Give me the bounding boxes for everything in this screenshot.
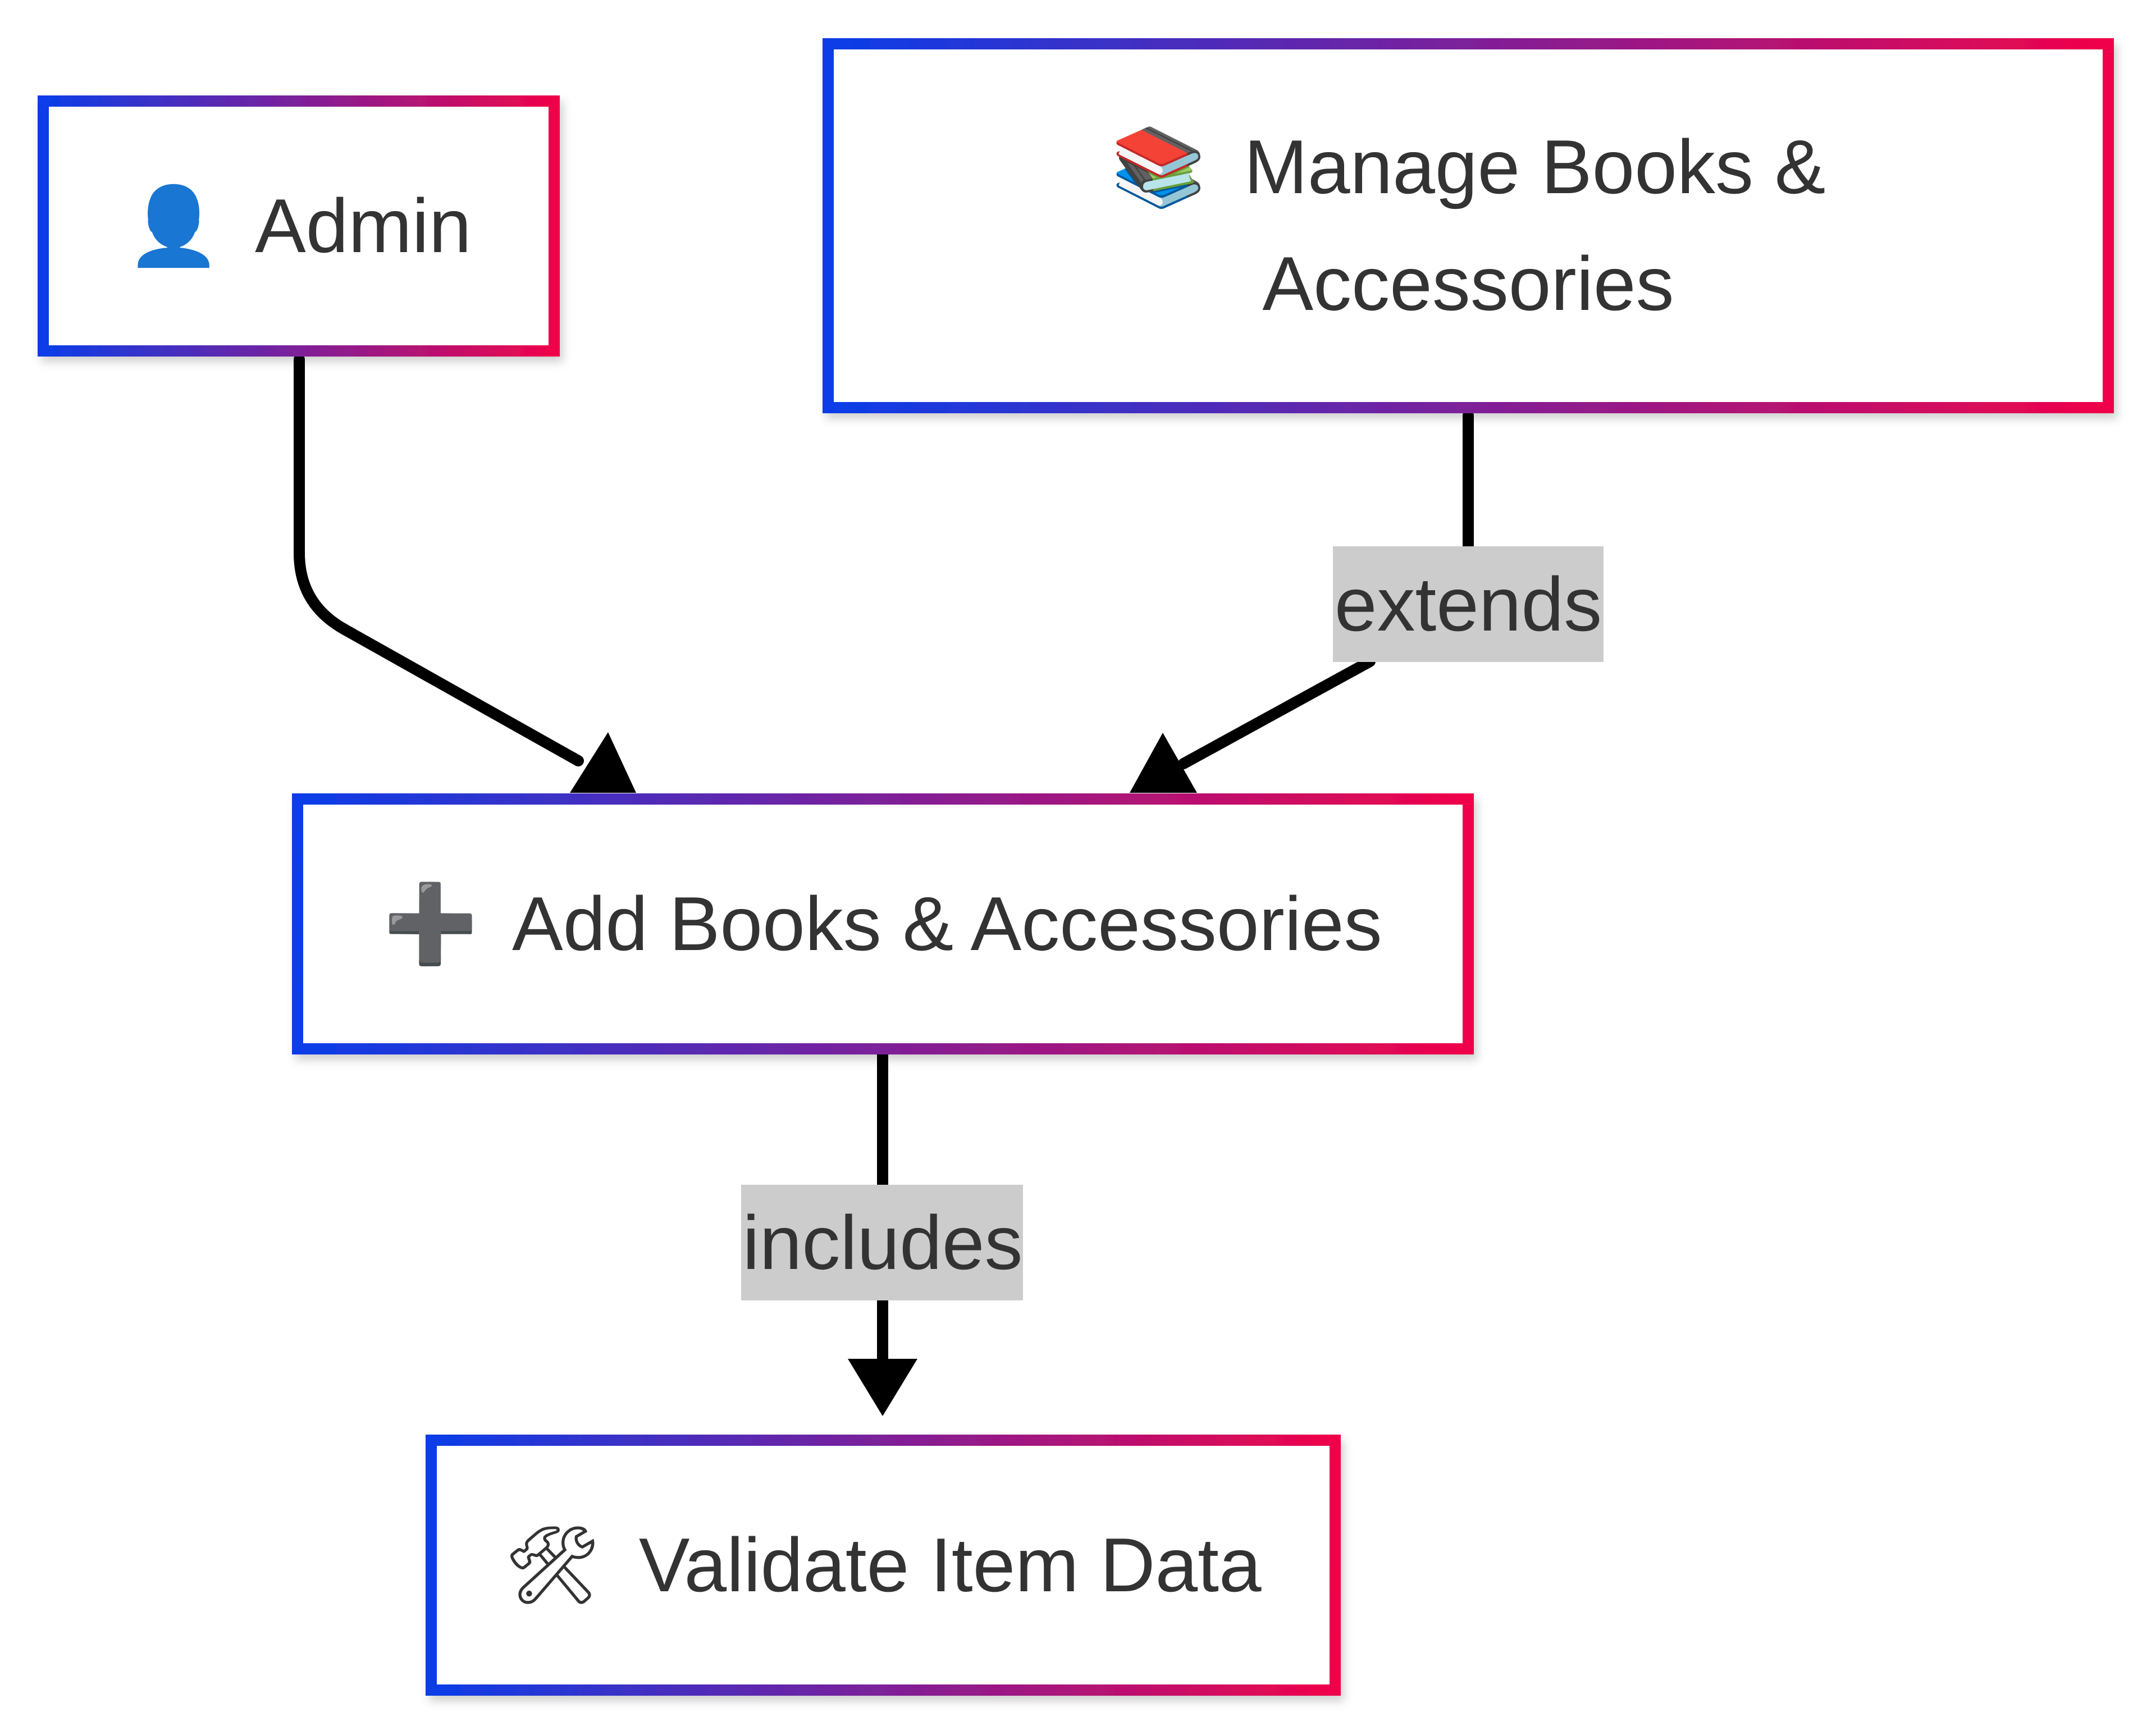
node-label-line-2: Accessories [1262, 241, 1674, 326]
node-label: Validate Item Data [639, 1522, 1262, 1608]
node-box [292, 793, 1474, 1054]
node-validate-item-data[interactable]: 🛠 Validate Item Data [426, 1435, 1341, 1696]
edge-label-background [741, 1185, 1023, 1300]
edge-label-extends: extends [1335, 561, 1602, 647]
node-admin[interactable]: 👤 Admin [38, 95, 560, 357]
arrowhead-icon [848, 1359, 917, 1416]
hammer-and-wrench-icon: 🛠 [504, 1522, 601, 1608]
svg-text:➕ Add Books & Accessorie: ➕ Add Books & Accessories [383, 880, 1382, 967]
edge-line [1178, 656, 1376, 769]
node-add-books-accessories[interactable]: ➕ Add Books & Accessories [292, 793, 1474, 1054]
node-manage-books-accessories[interactable]: 📚 Manage Books & Accessories [823, 38, 2114, 413]
svg-text:📚 Manage Books &: 📚 Manage Books & [1111, 124, 1826, 210]
node-box [823, 38, 2114, 413]
edge-label-includes: includes [743, 1200, 1023, 1285]
arrowhead-icon [570, 732, 636, 793]
books-icon: 📚 [1111, 124, 1206, 210]
node-box [38, 95, 560, 357]
svg-text:🛠 Validate Item Data: 🛠 Validate Item Data [504, 1522, 1262, 1608]
user-silhouette-icon: 👤 [126, 182, 221, 269]
edge-line [294, 354, 584, 766]
node-label: Admin [255, 183, 472, 268]
edge-admin-to-add [294, 354, 636, 793]
node-label-line-1: Manage Books & [1244, 124, 1826, 209]
edge-manage-to-add: extends [1130, 410, 1604, 793]
svg-text:👤 Admin: 👤 Admin [126, 182, 471, 269]
node-label: Add Books & Accessories [512, 881, 1382, 966]
edge-add-to-validate: includes [741, 1047, 1023, 1416]
arrowhead-icon [1130, 733, 1197, 793]
plus-icon: ➕ [383, 880, 478, 967]
node-box [426, 1435, 1341, 1696]
edge-label-background [1333, 546, 1604, 662]
